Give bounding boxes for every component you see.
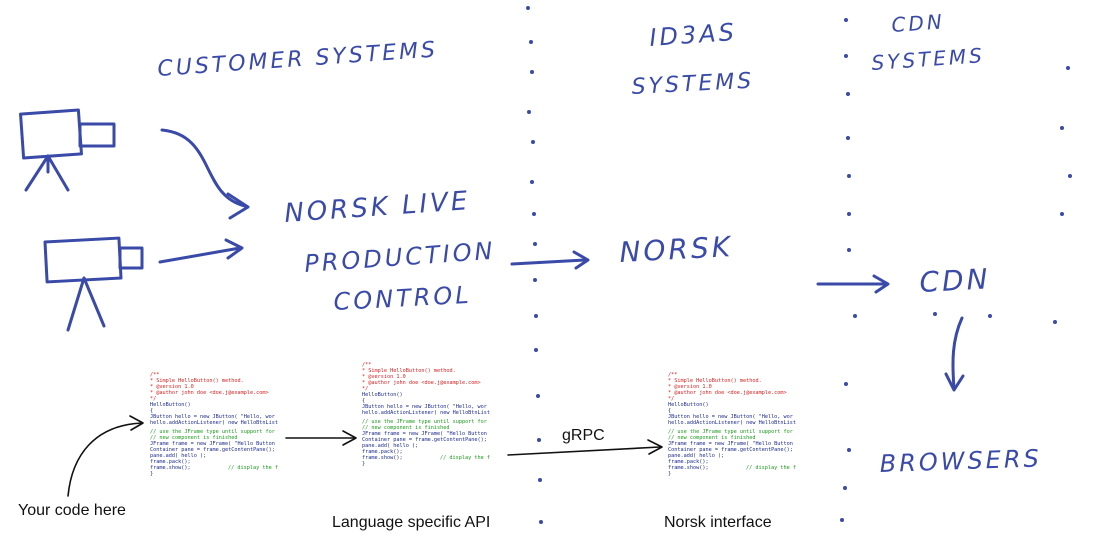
code-line: JButton hello = new JButton( "Hello, wor xyxy=(362,404,487,410)
code-line: /** xyxy=(668,372,677,378)
arrowhead-icon xyxy=(872,274,890,294)
grpc-arrow xyxy=(507,446,661,456)
code-line: HelloButton() xyxy=(150,402,191,408)
code-line: frame.pack(); xyxy=(668,459,709,465)
code-line: /** xyxy=(150,372,159,378)
id3as-heading: ID3AS xyxy=(648,18,737,52)
code-line: frame.pack(); xyxy=(362,449,403,455)
camera-arrow xyxy=(158,246,242,264)
code-line: * Simple HelloButton() method. xyxy=(668,378,762,384)
your-code-caption: Your code here xyxy=(18,502,126,519)
code-line: Container pane = frame.getContentPane(); xyxy=(150,447,275,453)
code-line: * @author john doe <doe.j@example.com> xyxy=(150,390,269,396)
camera-icon xyxy=(19,108,116,192)
code-line: HelloButton() xyxy=(362,392,403,398)
norsk-live-label: NORSK LIVE xyxy=(283,186,471,229)
cdn-heading: CDN xyxy=(891,9,946,37)
code-line: * @author john doe <doe.j@example.com> xyxy=(362,380,481,386)
arrowhead-icon xyxy=(224,238,244,260)
code-line: hello.addActionListener( new HelloBtnLis… xyxy=(150,420,278,426)
column-divider-2 xyxy=(840,18,1072,522)
code-line: // use the JFrame type until support for xyxy=(150,429,275,435)
arrowhead-icon xyxy=(572,250,590,270)
code-line: HelloButton() xyxy=(668,402,709,408)
code-line: frame.show(); xyxy=(150,465,191,471)
code-line: JButton hello = new JButton( "Hello, wor xyxy=(150,414,275,420)
code-line: { xyxy=(362,398,365,404)
code-line: Container pane = frame.getContentPane(); xyxy=(668,447,793,453)
arrowhead-icon xyxy=(647,439,663,455)
production-label: PRODUCTION xyxy=(303,237,496,278)
code-line: * Simple HelloButton() method. xyxy=(150,378,244,384)
browsers-label: BROWSERS xyxy=(879,444,1042,478)
to-browsers-arrow xyxy=(951,316,964,390)
customer-systems-heading: CUSTOMER SYSTEMS xyxy=(157,37,439,82)
grpc-caption: gRPC xyxy=(562,427,605,444)
code-line: frame.show(); xyxy=(362,455,403,461)
code-line: } xyxy=(150,471,153,477)
code-line: JFrame frame = new JFrame( "Hello Button xyxy=(150,441,275,447)
code-line: pane.add( hello ); xyxy=(150,453,206,459)
camera-icon xyxy=(43,236,144,332)
your-code-arrow xyxy=(67,422,143,497)
code-line: JButton hello = new JButton( "Hello, wor xyxy=(668,414,793,420)
arrowhead-icon xyxy=(226,192,250,220)
code-line: pane.add( hello ); xyxy=(362,443,418,449)
column-divider-1 xyxy=(526,6,543,524)
arrowhead-icon xyxy=(342,430,357,446)
cdn-label: CDN xyxy=(919,262,992,299)
code-line: frame.pack(); xyxy=(150,459,191,465)
code-line: } xyxy=(668,471,671,477)
code-line: // display the f xyxy=(440,455,490,461)
code-line: } xyxy=(362,461,365,467)
code-line: * @author john doe <doe.j@example.com> xyxy=(668,390,787,396)
code-line: // use the JFrame type until support for xyxy=(362,419,487,425)
code-line: // new component is finished xyxy=(150,435,237,441)
code-line: Container pane = frame.getContentPane(); xyxy=(362,437,487,443)
code-line: * @version 1.0 xyxy=(668,384,712,390)
code-line: * @version 1.0 xyxy=(150,384,194,390)
control-label: CONTROL xyxy=(333,281,472,316)
code-line: JFrame frame = new JFrame( "Hello Button xyxy=(362,431,487,437)
language-api-caption: Language specific API xyxy=(332,514,490,531)
norsk-interface-caption: Norsk interface xyxy=(664,514,772,531)
code-line: */ xyxy=(362,386,368,392)
code-line: { xyxy=(668,408,671,414)
code-line: hello.addActionListener( new HelloBtnLis… xyxy=(668,420,796,426)
cdn-systems-heading: SYSTEMS xyxy=(871,43,986,75)
norsk-label: NORSK xyxy=(619,230,734,269)
code-line: * @version 1.0 xyxy=(362,374,406,380)
code-snippet-your-code: /** * Simple HelloButton() method. * @ve… xyxy=(150,372,278,477)
code-line: pane.add( hello ); xyxy=(668,453,724,459)
code-snippet-language-api: /** * Simple HelloButton() method. * @ve… xyxy=(362,362,490,467)
to-norsk-arrow xyxy=(510,258,587,266)
code-line: // new component is finished xyxy=(668,435,755,441)
code-line: { xyxy=(150,408,153,414)
code-line: */ xyxy=(150,396,156,402)
code-line: hello.addActionListener( new HelloBtnLis… xyxy=(362,410,490,416)
arrowhead-icon xyxy=(944,372,965,392)
code-line: // use the JFrame type until support for xyxy=(668,429,793,435)
code-line: // display the f xyxy=(746,465,796,471)
code-line: frame.show(); xyxy=(668,465,709,471)
code-snippet-norsk-interface: /** * Simple HelloButton() method. * @ve… xyxy=(668,372,796,477)
code-line: // new component is finished xyxy=(362,425,449,431)
code-line: * Simple HelloButton() method. xyxy=(362,368,456,374)
camera-arrow xyxy=(160,128,247,208)
arrowhead-icon xyxy=(129,415,144,431)
code-line: JFrame frame = new JFrame( "Hello Button xyxy=(668,441,793,447)
id3as-systems-heading: SYSTEMS xyxy=(631,69,755,100)
code-line: // display the f xyxy=(228,465,278,471)
code-line: /** xyxy=(362,362,371,368)
code-line: */ xyxy=(668,396,674,402)
